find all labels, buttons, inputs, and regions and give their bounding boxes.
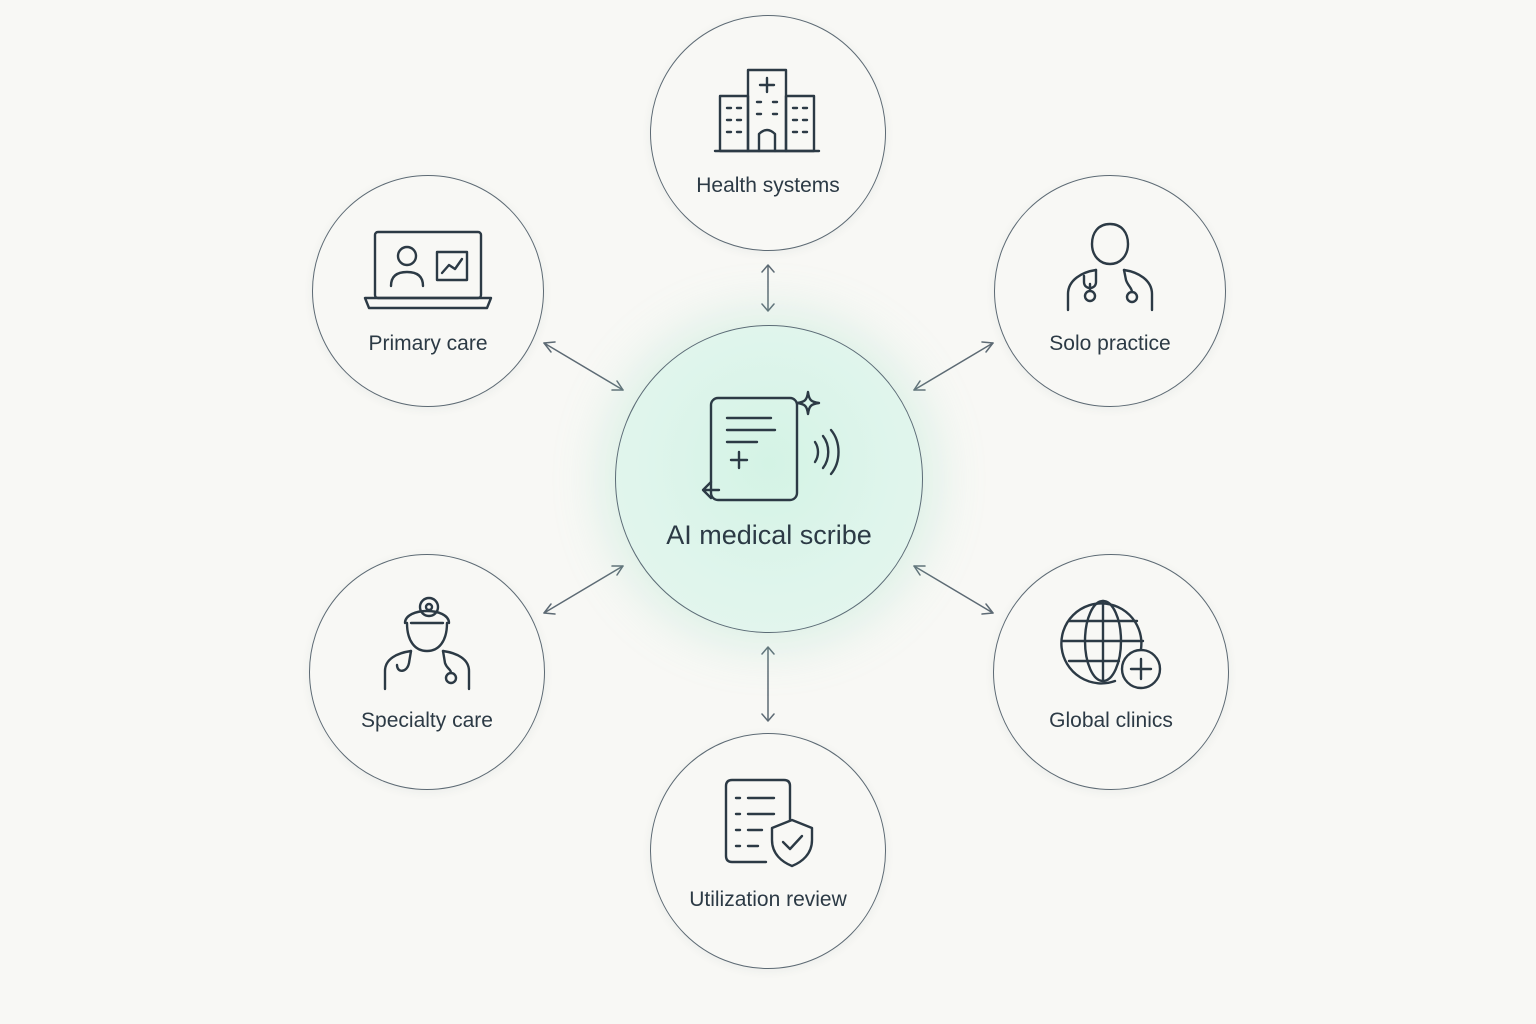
- hospital-icon: [713, 68, 821, 153]
- node-solo-practice: Solo practice: [994, 175, 1226, 407]
- node-specialty-care: Specialty care: [309, 554, 545, 790]
- node-label: Global clinics: [1049, 709, 1173, 732]
- ai-scribe-document-icon: [701, 390, 840, 502]
- node-utilization-review: Utilization review: [650, 733, 886, 969]
- globe-plus-icon: [1060, 599, 1162, 690]
- node-global-clinics: Global clinics: [993, 554, 1229, 790]
- node-label: Utilization review: [689, 888, 847, 911]
- connector-solo-practice: [913, 341, 994, 391]
- specialist-head-mirror-icon: [383, 596, 471, 691]
- connector-specialty-care: [543, 565, 624, 615]
- hub-label: AI medical scribe: [666, 520, 872, 550]
- telehealth-laptop-icon: [363, 230, 493, 310]
- node-label: Health systems: [696, 174, 840, 197]
- connector-global-clinics: [913, 565, 994, 615]
- hub-node: AI medical scribe: [615, 325, 923, 633]
- node-label: Primary care: [368, 332, 488, 355]
- connector-health-systems: [761, 264, 775, 312]
- node-primary-care: Primary care: [312, 175, 544, 407]
- doctor-stethoscope-icon: [1066, 222, 1154, 312]
- checklist-shield-icon: [724, 778, 814, 868]
- node-label: Solo practice: [1049, 332, 1171, 355]
- connector-utilization-review: [761, 646, 775, 722]
- node-label: Specialty care: [361, 709, 493, 732]
- connector-primary-care: [543, 341, 624, 391]
- node-health-systems: Health systems: [650, 15, 886, 251]
